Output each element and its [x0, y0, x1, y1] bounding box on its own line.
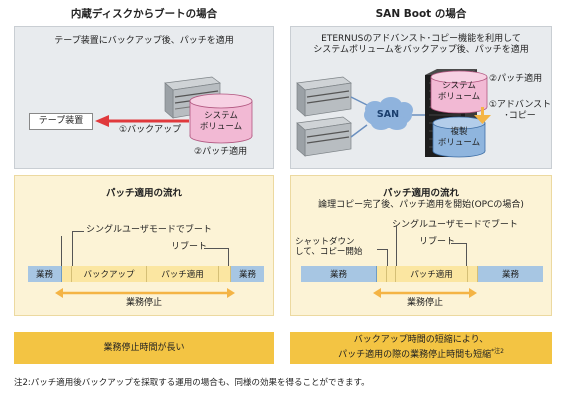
- copy-volume-label: 複製ボリューム: [437, 127, 481, 148]
- timeline-segment-gap: [387, 266, 396, 282]
- right-flow-subtitle: 論理コピー完了後、パッチ適用を開始(OPCの場合): [318, 200, 524, 210]
- right-result-text: バックアップ時間の短縮により、 パッチ適用の際の業務停止時間も短縮*注2: [338, 335, 504, 360]
- footnote: 注2:パッチ適用後バックアップを採取する運用の場合も、同様の効果を得ることができ…: [14, 378, 370, 388]
- left-diagram-panel: テープ装置にバックアップ後、パッチを適用 システムボリューム テープ装置 ①バッ…: [14, 26, 274, 169]
- right-stop-arrow: [373, 288, 477, 298]
- tape-device: テープ装置: [29, 113, 93, 130]
- right-flow-title: パッチ適用の流れ: [382, 188, 459, 199]
- right-stop-label: 業務停止: [406, 298, 443, 308]
- right-reboot-label: リブート: [419, 237, 456, 247]
- timeline-segment-gap: [468, 266, 478, 282]
- san-cloud-icon: [364, 97, 413, 130]
- san-label: SAN: [376, 109, 400, 120]
- timeline-segment: 業務: [301, 266, 377, 282]
- backup-step-label: ①バックアップ: [119, 125, 182, 135]
- system-volume-icon: [189, 93, 253, 144]
- server-icon: [296, 116, 352, 157]
- right-diagram-graphics: [296, 69, 491, 158]
- right-diagram-panel: ETERNUSのアドバンスト･コピー機能を利用してシステムボリュームをバックアッ…: [290, 26, 552, 169]
- system-volume-icon: [430, 70, 488, 114]
- timeline-segment-gap: [219, 266, 231, 282]
- left-timeline: 業務 バックアップ パッチ適用 業務: [28, 266, 264, 282]
- left-stop-arrow: [55, 288, 235, 298]
- shutdown-label: シャットダウンして、コピー開始: [295, 237, 363, 257]
- timeline-segment-gap: [62, 266, 72, 282]
- right-single-user-label: シングルユーザモードでブート: [392, 220, 518, 230]
- right-patch-step-label: ②パッチ適用: [489, 74, 543, 84]
- right-volume-label: システムボリューム: [437, 81, 481, 102]
- right-title: SAN Boot の場合: [375, 8, 467, 20]
- timeline-segment: パッチ適用: [396, 266, 468, 282]
- advanced-copy-label: ①アドバンスト･コピー: [488, 100, 552, 121]
- copy-volume-icon: [432, 116, 486, 158]
- server-icon: [296, 76, 352, 117]
- advanced-copy-arrow: [474, 115, 491, 124]
- timeline-segment: バックアップ: [72, 266, 147, 282]
- left-result-box: 業務停止時間が長い: [14, 332, 274, 364]
- left-diagram-graphics: [95, 76, 253, 144]
- left-single-user-label: シングルユーザモードでブート: [86, 225, 212, 235]
- left-volume-label: システムボリューム: [199, 111, 243, 132]
- right-timeline: 業務 パッチ適用 業務: [301, 266, 543, 282]
- left-result-text: 業務停止時間が長い: [103, 342, 185, 353]
- right-result-box: バックアップ時間の短縮により、 パッチ適用の際の業務停止時間も短縮*注2: [290, 332, 552, 364]
- left-reboot-label: リブート: [171, 242, 208, 252]
- timeline-segment-gap: [377, 266, 387, 282]
- right-top-caption: ETERNUSのアドバンスト･コピー機能を利用してシステムボリュームをバックアッ…: [313, 34, 529, 55]
- left-flow-panel: パッチ適用の流れ シングルユーザモードでブート リブート 業務 バックアップ パ…: [14, 175, 274, 316]
- right-flow-panel: パッチ適用の流れ 論理コピー完了後、パッチ適用を開始(OPCの場合) シャットダ…: [290, 175, 552, 316]
- timeline-segment: 業務: [28, 266, 62, 282]
- patch-step-label: ②パッチ適用: [194, 147, 248, 157]
- timeline-segment: 業務: [231, 266, 264, 282]
- left-top-caption: テープ装置にバックアップ後、パッチを適用: [54, 36, 234, 46]
- timeline-segment: パッチ適用: [147, 266, 219, 282]
- left-flow-title: パッチ適用の流れ: [105, 188, 182, 199]
- left-stop-label: 業務停止: [125, 298, 162, 308]
- timeline-segment: 業務: [478, 266, 543, 282]
- left-title: 内蔵ディスクからブートの場合: [70, 8, 218, 20]
